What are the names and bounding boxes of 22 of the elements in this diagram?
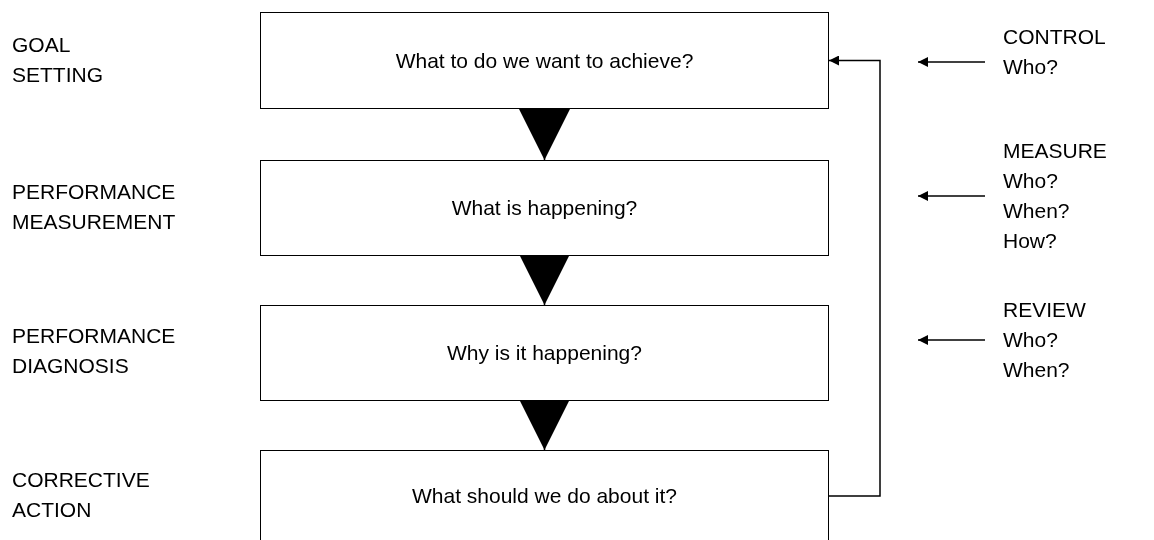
stage-label: CORRECTIVE ACTION (12, 467, 150, 523)
stage-label: PERFORMANCE DIAGNOSIS (12, 323, 176, 379)
stage-label: GOAL SETTING (12, 32, 103, 88)
note-heading: MEASURE (1003, 138, 1107, 164)
arrow (917, 335, 986, 345)
stage-label: PERFORMANCE MEASUREMENT (12, 179, 176, 235)
process-box (260, 12, 829, 109)
note-heading: CONTROL (1003, 24, 1106, 50)
box-question: Why is it happening? (447, 341, 642, 365)
arrow (917, 57, 986, 67)
process-box (260, 305, 829, 401)
note-questions: Who? (1003, 54, 1058, 80)
process-box (260, 160, 829, 256)
box-question: What to do we want to achieve? (395, 48, 694, 73)
box-question: What should we do about it? (412, 484, 677, 508)
process-box (260, 450, 829, 540)
arrow (917, 191, 986, 201)
note-heading: REVIEW (1003, 297, 1086, 323)
note-questions: Who? When? (1003, 327, 1070, 383)
arrow (828, 55, 881, 497)
box-question: What is happening? (451, 196, 638, 220)
note-questions: Who? When? How? (1003, 168, 1070, 254)
